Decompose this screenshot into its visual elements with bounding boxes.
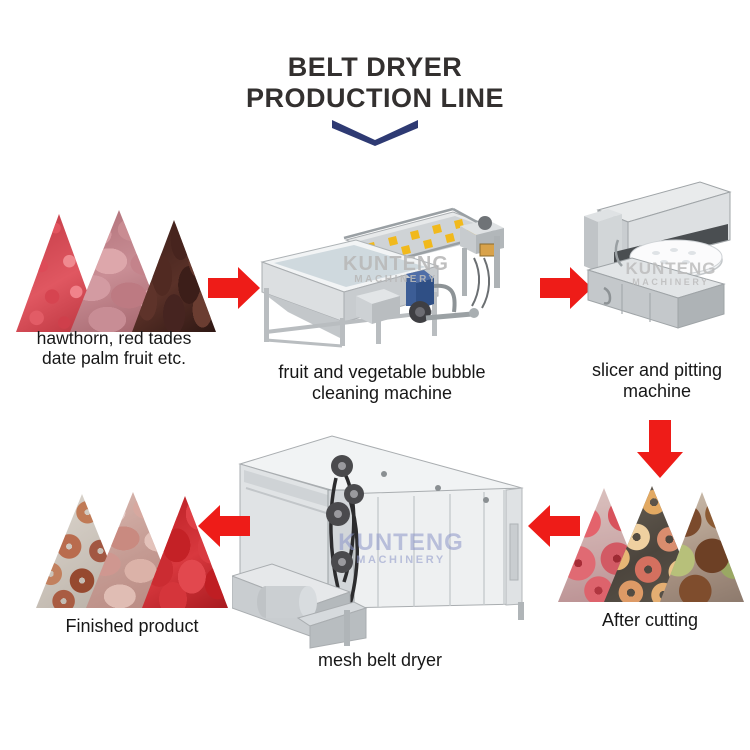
arrow-slicer-to-cutting-icon xyxy=(637,420,683,478)
machine-bubble-cleaner-illustration xyxy=(260,207,504,348)
photo-trio-after-cutting xyxy=(556,486,744,602)
step-raw-material: hawthorn, red tades date palm fruit etc. xyxy=(14,210,216,368)
chevron-down-icon xyxy=(332,120,418,146)
caption-slicer-pitting-machine: slicer and pitting machine xyxy=(591,360,723,401)
arrow-raw-to-cleaner-icon xyxy=(208,267,260,309)
caption-mesh-belt-dryer: mesh belt dryer xyxy=(317,650,443,670)
chevron-divider xyxy=(0,120,750,151)
step-mesh-belt-dryer: KUNTENG MACHINERY mesh belt dryer xyxy=(232,432,528,682)
step-bubble-cleaning-machine: KUNTENG MACHINERY fruit and vegetable bu… xyxy=(248,200,523,403)
step-slicer-pitting-machine: KUNTENG MACHINERY slicer and pitting mac… xyxy=(578,176,736,401)
title-line-2: PRODUCTION LINE xyxy=(245,83,504,114)
caption-raw-material: hawthorn, red tades date palm fruit etc. xyxy=(36,328,192,369)
caption-after-cutting: After cutting xyxy=(601,610,699,630)
title-line-1: BELT DRYER xyxy=(287,52,463,82)
caption-bubble-cleaning-machine: fruit and vegetable bubble cleaning mach… xyxy=(278,362,486,403)
caption-finished-product: Finished product xyxy=(65,616,199,636)
arrow-dryer-to-finished-icon xyxy=(198,505,250,547)
photo-trio-raw xyxy=(14,210,216,332)
machine-mesh-belt-dryer-illustration xyxy=(232,435,524,649)
step-after-cutting: After cutting xyxy=(556,486,744,646)
photo-trio-finished xyxy=(36,492,228,608)
arrow-cleaner-to-slicer-icon xyxy=(540,267,592,309)
page-title: BELT DRYER PRODUCTION LINE xyxy=(0,52,750,115)
arrow-cutting-to-dryer-icon xyxy=(528,505,580,547)
machine-slicer-pitting-illustration xyxy=(584,181,732,329)
step-finished-product: Finished product xyxy=(36,492,228,652)
